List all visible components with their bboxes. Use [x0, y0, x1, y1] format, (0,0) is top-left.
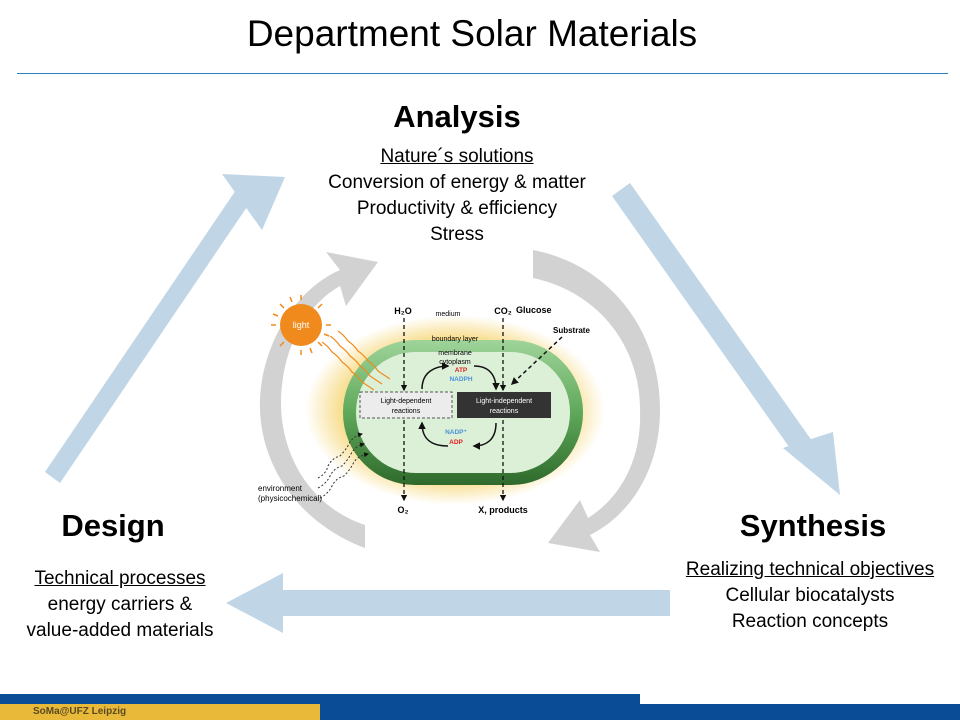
design-line: value-added materials [26, 620, 214, 641]
environment-label-2: (physicochemical) [258, 494, 322, 503]
design-line: Technical processes [34, 568, 206, 589]
medium-label: medium [436, 311, 461, 318]
cell-illustration: light H₂O medium CO₂ Glucose Substrate b… [258, 295, 605, 515]
light-dependent-label-2: reactions [392, 408, 421, 415]
adp-label: ADP [449, 439, 463, 446]
sun-icon [271, 295, 331, 355]
light-dependent-label-1: Light-dependent [381, 398, 432, 405]
light-independent-box [457, 392, 551, 418]
footer-label: SoMa@UFZ Leipzig [33, 706, 127, 717]
light-dependent-box [359, 391, 453, 419]
analysis-heading: Analysis [393, 99, 521, 134]
ring-arrow-right [533, 250, 660, 552]
substrate-label: Substrate [553, 326, 590, 335]
footer-gold-strip [0, 704, 320, 720]
nadph-label: NADPH [449, 376, 472, 383]
page-title: Department Solar Materials [246, 13, 698, 54]
light-independent-label-2: reactions [490, 408, 519, 415]
o2-label: O₂ [398, 505, 409, 515]
light-label: light [293, 320, 310, 330]
design-heading: Design [61, 508, 165, 543]
design-text: Technical processes energy carriers & va… [0, 566, 240, 644]
cycle-arrow-synthesis-to-design [226, 573, 670, 633]
atp-label: ATP [455, 367, 468, 374]
membrane-label: membrane [438, 350, 472, 357]
cycle-arrow-analysis-to-synthesis [612, 183, 840, 495]
synthesis-line: Cellular biocatalysts [725, 585, 895, 606]
cytoplasm-label: cytoplasm [439, 359, 471, 366]
analysis-line: Nature´s solutions [380, 146, 534, 167]
analysis-line: Conversion of energy & matter [328, 172, 586, 193]
title-divider [17, 73, 948, 74]
analysis-text: Nature´s solutions Conversion of energy … [257, 144, 657, 248]
design-line: energy carriers & [47, 594, 193, 615]
environment-arrows [317, 432, 369, 499]
light-independent-label-1: Light-independent [476, 398, 532, 405]
footer-blue-strip [320, 704, 960, 720]
co2-label: CO₂ [494, 306, 512, 316]
analysis-line: Stress [430, 224, 484, 245]
footer-bar [0, 694, 640, 704]
environment-label-1: environment [258, 484, 303, 493]
synthesis-heading: Synthesis [739, 508, 887, 543]
nadp-label: NADP⁺ [445, 429, 467, 436]
synthesis-text: Realizing technical objectives Cellular … [660, 557, 960, 635]
glucose-label: Glucose [516, 305, 552, 315]
products-label: X, products [478, 505, 528, 515]
analysis-line: Productivity & efficiency [356, 198, 558, 219]
cycle-arrow-design-to-analysis [45, 174, 285, 483]
light-rays [321, 330, 391, 391]
boundary-layer-label: boundary layer [432, 336, 479, 343]
synthesis-line: Reaction concepts [731, 611, 889, 632]
h2o-label: H₂O [394, 306, 412, 316]
synthesis-line: Realizing technical objectives [685, 559, 935, 580]
